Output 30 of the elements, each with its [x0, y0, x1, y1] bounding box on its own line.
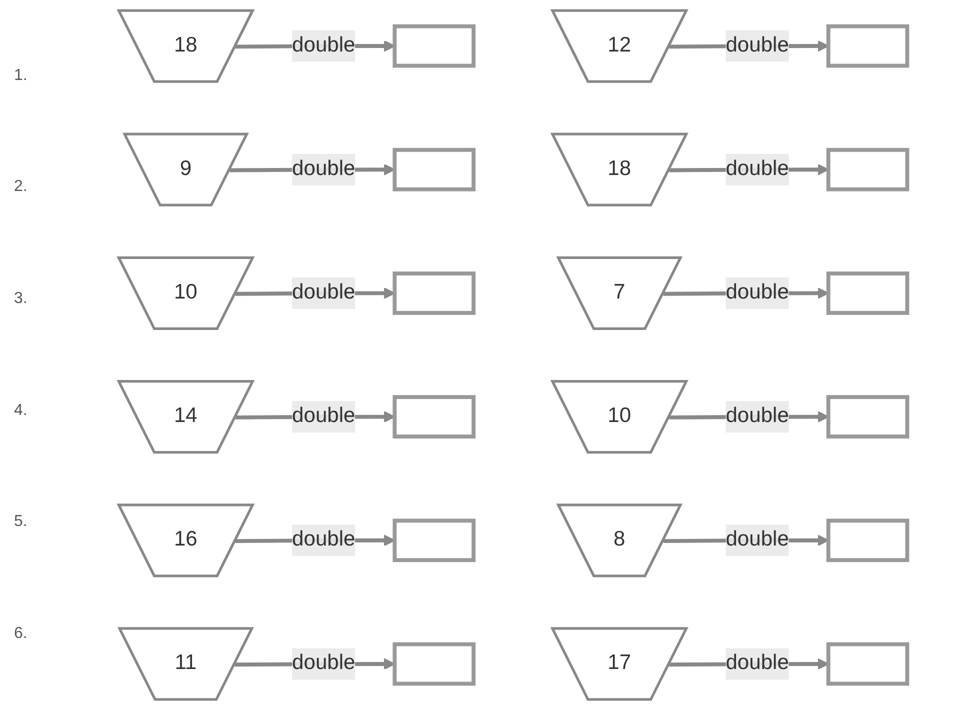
node-box	[826, 24, 910, 68]
node-box	[826, 518, 910, 562]
node-box	[392, 642, 476, 686]
node-box	[826, 395, 910, 438]
row-number: 6.	[13, 625, 28, 644]
node-box	[392, 395, 476, 438]
edge-label: double	[726, 34, 789, 57]
edge-label: double	[292, 158, 356, 180]
edge-label: double	[726, 404, 789, 428]
node-box	[392, 24, 476, 68]
node-box	[826, 642, 910, 686]
row-number: 5.	[13, 513, 28, 532]
row-number: 3.	[13, 290, 28, 308]
node-box	[392, 272, 476, 315]
edge-label: double	[726, 281, 789, 304]
edge-label: double	[726, 528, 789, 551]
edge-label: double	[292, 528, 356, 551]
row-number: 2.	[13, 178, 28, 196]
edge-label: double	[726, 158, 789, 180]
row-number: 1.	[13, 66, 28, 85]
node-box	[826, 272, 910, 315]
edge-label: double	[726, 652, 789, 674]
edge-label: double	[292, 34, 356, 57]
node-box	[392, 518, 476, 562]
node-box	[826, 148, 910, 192]
edge-label: double	[292, 652, 356, 674]
row-number: 4.	[13, 402, 28, 420]
node-box	[392, 148, 476, 192]
edge-label: double	[292, 281, 356, 304]
edge-label: double	[292, 404, 356, 428]
